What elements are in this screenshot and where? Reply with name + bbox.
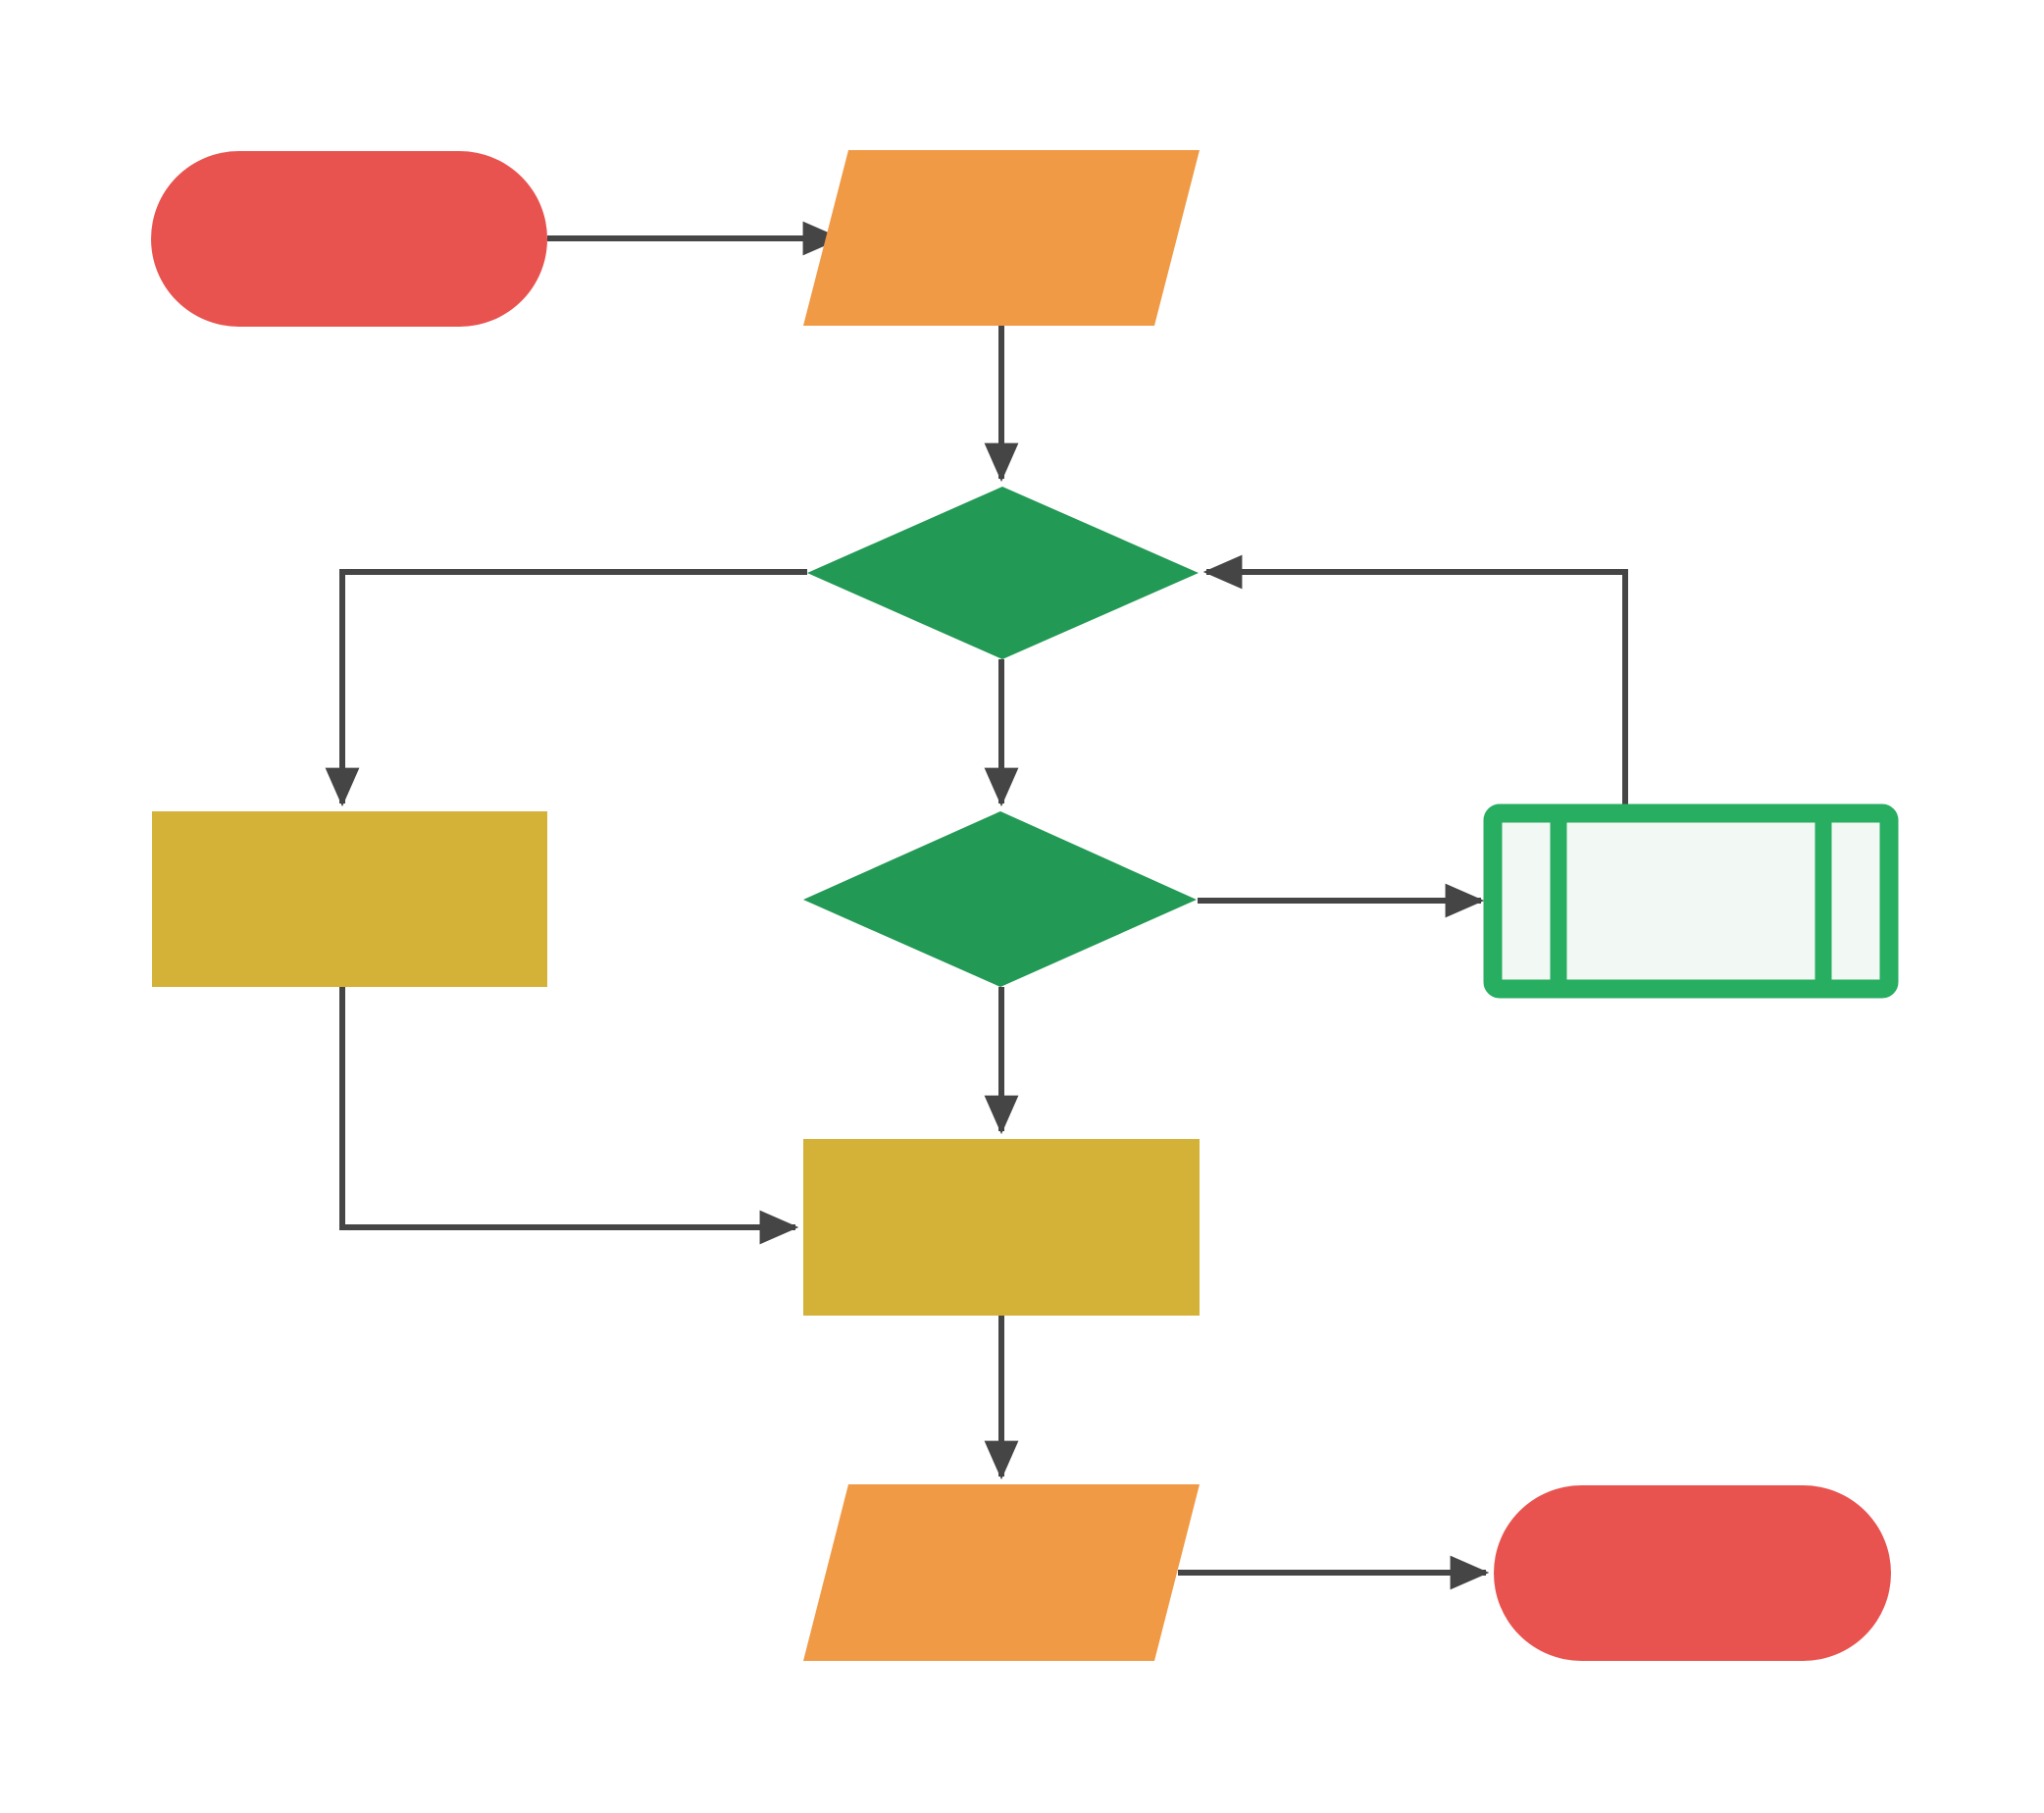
decision-shape[interactable] (803, 811, 1197, 987)
predefined-process-shape[interactable] (1483, 803, 1899, 999)
edge-layer (325, 221, 1628, 1590)
edge-process-left-to-process-center (339, 987, 799, 1245)
node-output[interactable] (803, 1484, 1200, 1661)
input-output-shape[interactable] (803, 1484, 1200, 1661)
node-subroutine[interactable] (1483, 803, 1899, 999)
node-end[interactable] (1494, 1485, 1891, 1661)
decision-shape[interactable] (807, 487, 1199, 659)
input-output-shape[interactable] (803, 150, 1200, 326)
node-decision-2[interactable] (803, 811, 1197, 987)
edge-decision-1-to-process-left (325, 569, 807, 807)
terminator-shape[interactable] (151, 151, 547, 327)
node-layer (151, 150, 1899, 1661)
node-process-left[interactable] (152, 811, 547, 987)
process-shape[interactable] (803, 1139, 1200, 1316)
process-shape[interactable] (152, 811, 547, 987)
node-process-center[interactable] (803, 1139, 1200, 1316)
node-start[interactable] (151, 151, 547, 327)
node-decision-1[interactable] (807, 487, 1199, 659)
node-input[interactable] (803, 150, 1200, 326)
edge-subroutine-to-decision-1 (1202, 554, 1628, 809)
terminator-shape[interactable] (1494, 1485, 1891, 1661)
